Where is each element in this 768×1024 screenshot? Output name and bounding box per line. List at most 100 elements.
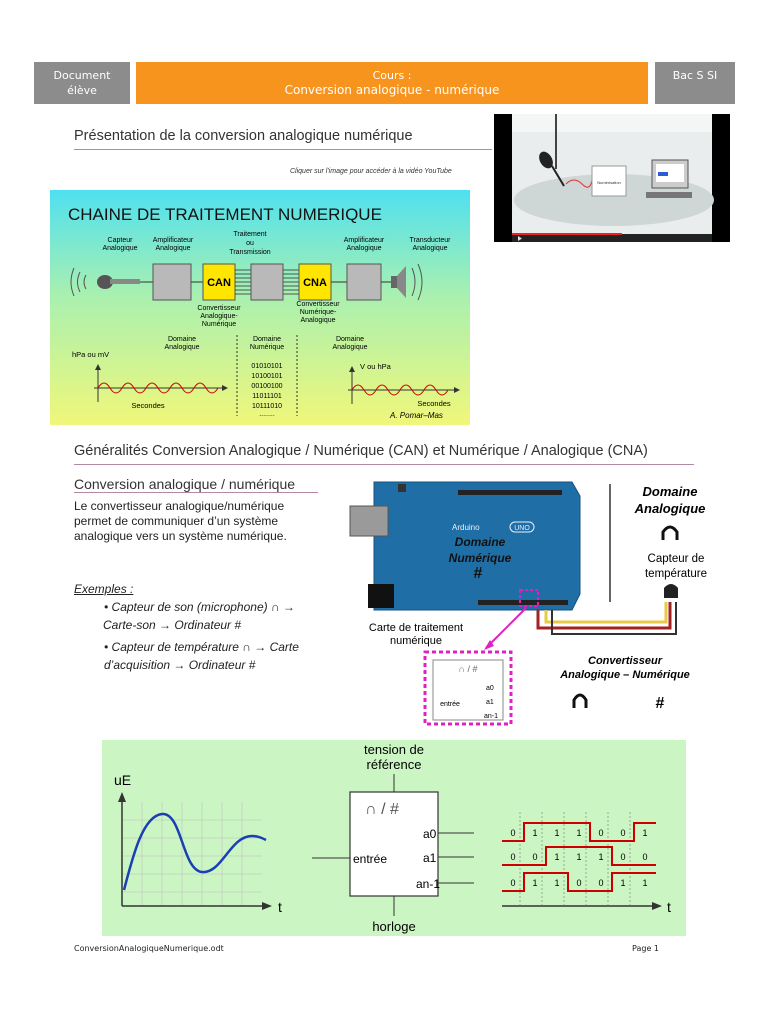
intro-paragraph: Le convertisseur analogique/numérique pe…: [74, 499, 287, 544]
arduino-brand: Arduino: [452, 523, 480, 532]
diagram-t-right: t: [667, 899, 671, 915]
arduino-board: [373, 481, 581, 611]
bit-label: 1: [554, 828, 559, 838]
intro-line2: permet de communiquer d’un système: [74, 514, 279, 528]
chain-transducteur-l2: Analogique: [412, 245, 447, 252]
bit-label: 1: [576, 852, 581, 862]
bit-label: 1: [642, 878, 647, 888]
diagram-tension-l2: référence: [367, 757, 422, 772]
bit-label: 0: [510, 828, 515, 838]
header-left-line2: élève: [67, 84, 97, 97]
example-2-line2: d’acquisition → Ordinateur #: [104, 658, 256, 672]
usb-connector: [349, 505, 389, 537]
chain-dom-num-l1: Domaine: [253, 336, 281, 343]
digital-signal-line: [502, 846, 656, 866]
header-left-line1: Document: [53, 69, 111, 82]
digital-signal-line: [502, 822, 656, 842]
chain-ampli1-l1: Amplificateur: [153, 237, 194, 244]
chain-bits-5: ........: [259, 411, 275, 418]
bit-label: 1: [620, 878, 625, 888]
bit-label: 0: [510, 878, 515, 888]
example-1-line2: Carte-son → Ordinateur #: [103, 618, 242, 632]
chain-bits-0: 01010101: [251, 363, 282, 370]
bit-label: 0: [598, 828, 603, 838]
small-symbol: ∩ / #: [459, 664, 478, 674]
video-caption: Cliquer sur l'image pour accéder à la vi…: [290, 168, 452, 175]
chain-graphic: CHAINE DE TRAITEMENT NUMERIQUE Capteur A…: [50, 190, 470, 425]
chain-traitement-l1: Traitement: [233, 231, 266, 238]
power-jack: [368, 584, 394, 608]
chain-seconds-left: Secondes: [131, 401, 165, 410]
diagram-a0: a0: [423, 827, 437, 841]
sound-wave-left-icon: [70, 267, 75, 297]
chain-can-desc-l2: Analogique-: [200, 313, 238, 320]
diagram-an: an-1: [416, 877, 440, 891]
diagram-a1: a1: [423, 851, 437, 865]
header-course-title: Cours : Conversion analogique - numériqu…: [136, 62, 648, 104]
chain-ampli2-l1: Amplificateur: [344, 237, 385, 244]
arduino-carte-l1: Carte de traitement: [369, 622, 463, 634]
chain-cna-block: [298, 263, 332, 301]
chain-can-label: CAN: [207, 277, 231, 289]
chain-capteur-l1: Capteur: [108, 237, 134, 244]
diagram-ue: uE: [114, 772, 131, 788]
example-1-line1: • Capteur de son (microphone) ∩ →: [104, 600, 295, 614]
arduino-conv-l1: Convertisseur: [588, 655, 663, 667]
footer-page: Page 1: [632, 944, 659, 953]
small-a0: a0: [486, 685, 494, 692]
converter-block: [349, 791, 439, 897]
chain-can-desc-l1: Convertisseur: [197, 305, 241, 312]
small-a1: a1: [486, 699, 494, 706]
chain-cna-desc-l1: Convertisseur: [296, 301, 340, 308]
bit-label: 1: [532, 828, 537, 838]
header-document-eleve: Document élève: [34, 62, 130, 104]
diagram-entree: entrée: [353, 852, 387, 866]
hash-symbol-icon: #: [474, 565, 483, 582]
bit-label: 0: [532, 852, 537, 862]
arduino-carte-l2: numérique: [390, 635, 442, 647]
chain-unit-right: V ou hPa: [360, 362, 392, 371]
chain-can-desc-l3: Numérique: [202, 321, 236, 328]
chain-can-block: [202, 263, 236, 301]
arduino-conv-l2: Analogique – Numérique: [559, 669, 690, 681]
speaker-icon: [391, 276, 397, 288]
bit-label: 0: [598, 878, 603, 888]
chain-cna-desc-l3: Analogique: [300, 317, 335, 324]
bit-label: 0: [642, 852, 647, 862]
chain-dom-num-l2: Numérique: [250, 344, 284, 351]
header-center-line2: Conversion analogique - numérique: [284, 83, 500, 97]
video-thumbnail[interactable]: Numérisation: [494, 114, 730, 242]
chain-seconds-right: Secondes: [417, 399, 451, 408]
arduino-model: UNO: [514, 525, 530, 532]
intro-line3: analogique vers un système numérique.: [74, 529, 287, 543]
analog-symbol-icon: [661, 525, 679, 540]
analog-curve: [122, 812, 267, 891]
chain-traitement-block: [250, 263, 284, 301]
section-title-generalites: Généralités Conversion Analogique / Numé…: [74, 443, 694, 465]
temperature-sensor-icon: [664, 584, 678, 598]
chain-ampli2-l2: Analogique: [346, 245, 381, 252]
video-box-label: Numérisation: [597, 180, 621, 185]
chain-bits-2: 00100100: [251, 383, 282, 390]
can-diagram: uE t tension de référence ∩ / # entrée a…: [102, 740, 686, 936]
bit-label: 0: [576, 878, 581, 888]
bit-label: 1: [598, 852, 603, 862]
arduino-capteur-l1: Capteur de: [648, 553, 705, 565]
small-an: an-1: [484, 713, 498, 720]
example-2-line1: • Capteur de température ∩ → Carte: [104, 640, 299, 654]
header-level: Bac S SI: [655, 62, 735, 104]
examples-title: Exemples :: [74, 582, 134, 596]
chain-signature: A. Pomar–Mas: [389, 411, 443, 420]
conv-analog-symbol-icon: [572, 693, 588, 708]
chain-capteur-l2: Analogique: [102, 245, 137, 252]
section-title-generalites-text: Généralités Conversion Analogique / Numé…: [74, 443, 648, 459]
reset-button-icon: [398, 484, 406, 492]
digital-signal-line: [502, 872, 656, 892]
chain-ampli1-l2: Analogique: [155, 245, 190, 252]
bit-label: 0: [620, 852, 625, 862]
chain-traitement-l2: ou: [246, 240, 254, 247]
arduino-capteur-l2: température: [645, 568, 707, 580]
arduino-dom-analog-l2: Analogique: [634, 501, 706, 516]
bit-label: 0: [510, 852, 515, 862]
chain-dom-right-l1: Domaine: [336, 336, 364, 343]
